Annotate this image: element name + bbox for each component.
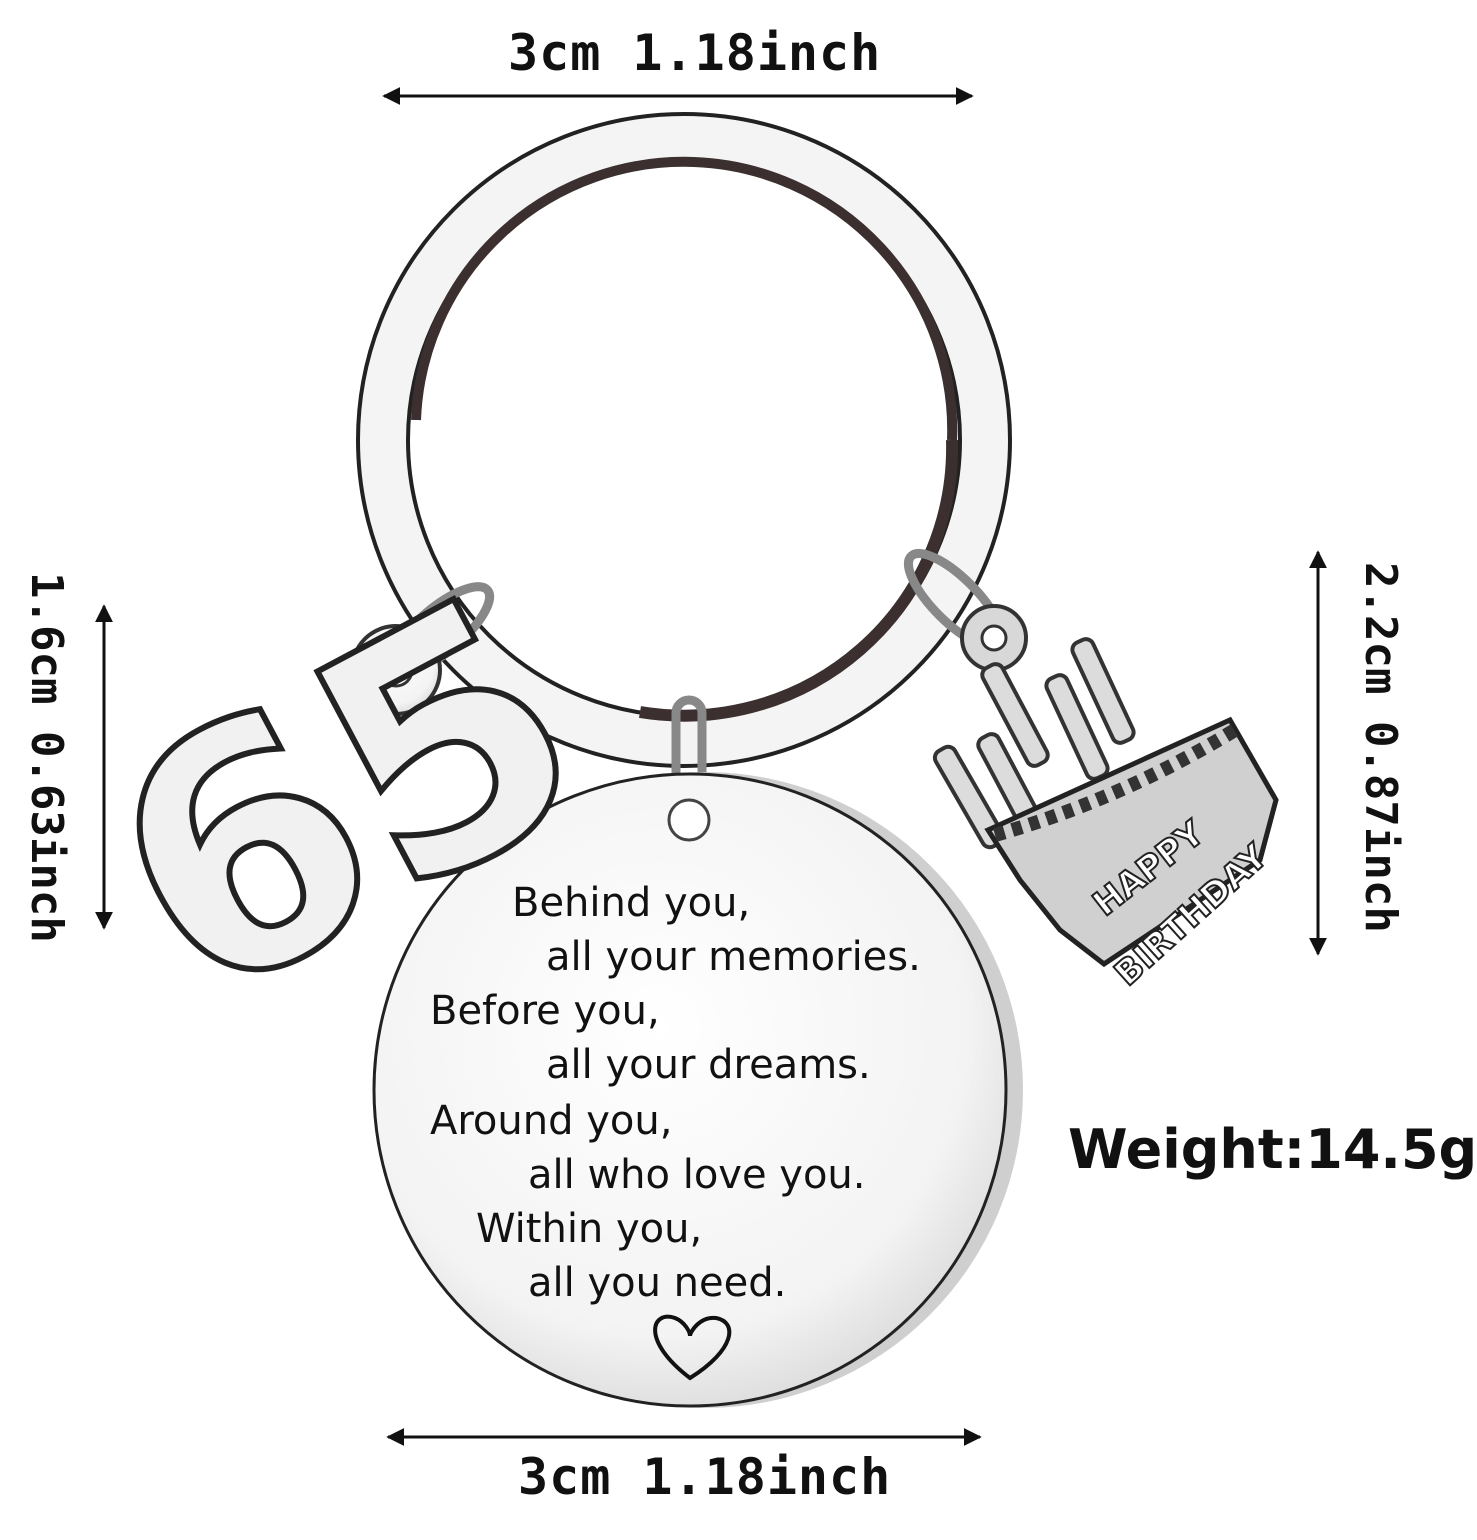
heart-icon	[653, 1314, 732, 1381]
poem-line: all who love you.	[528, 1152, 866, 1198]
poem-line: all you need.	[528, 1260, 787, 1306]
right-dimension-label: 2.2cm 0.87inch	[1355, 562, 1406, 933]
poem-line: Behind you,	[512, 880, 751, 926]
key-ring	[356, 112, 1012, 768]
left-dimension-label: 1.6cm 0.63inch	[21, 572, 72, 943]
weight-label: Weight:14.5g	[1068, 1118, 1477, 1181]
bottom-dimension-label: 3cm 1.18inch	[518, 1448, 892, 1506]
poem-line: Before you,	[430, 988, 660, 1034]
poem-line: all your dreams.	[546, 1042, 871, 1088]
cake-charm: HAPPY BIRTHDAY	[932, 604, 1279, 995]
poem-line: all your memories.	[546, 934, 921, 980]
top-dimension-label: 3cm 1.18inch	[508, 24, 882, 82]
poem-line: Around you,	[430, 1098, 673, 1144]
poem-line: Within you,	[476, 1206, 703, 1252]
round-tag	[372, 772, 1023, 1408]
